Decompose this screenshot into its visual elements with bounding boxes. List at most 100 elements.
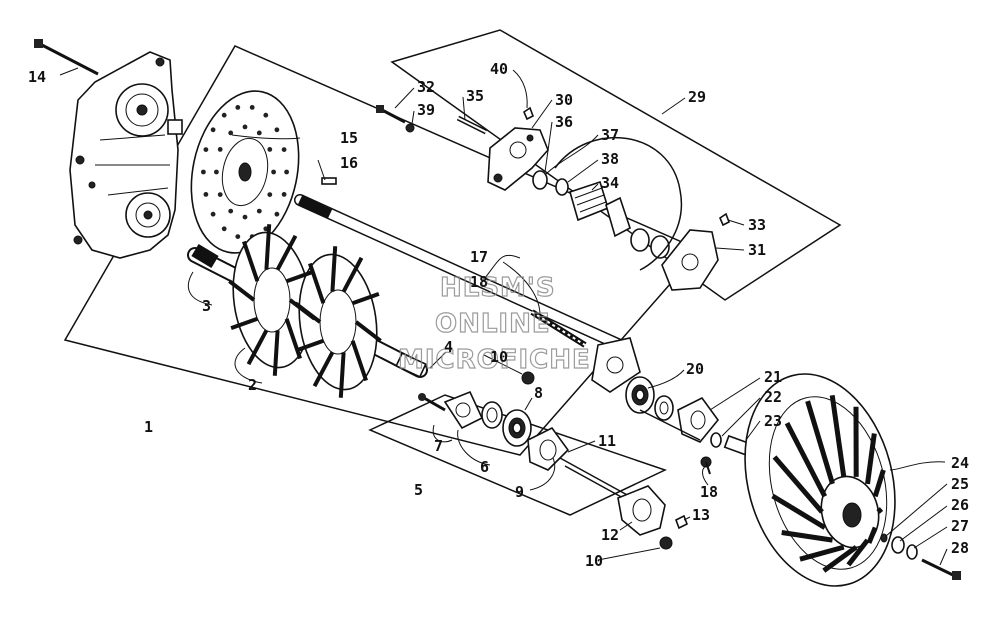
callout-20: 20: [686, 360, 704, 378]
disc-hole: [267, 192, 273, 198]
callout-35: 35: [466, 87, 484, 105]
pad-shim: [605, 196, 631, 238]
callout-9: 9: [515, 483, 524, 501]
oring-38-a: [555, 178, 569, 196]
disc-hole: [201, 169, 206, 175]
disc-hole: [256, 130, 262, 136]
callout-6: 6: [480, 458, 489, 476]
callout-16: 16: [340, 154, 358, 172]
callout-25: 25: [951, 475, 969, 493]
pulley-fin: [865, 433, 877, 485]
callout-7: 7: [434, 437, 443, 455]
disc-hole: [284, 169, 289, 175]
sprocket-tooth: [330, 246, 338, 292]
right-flange-plate: [591, 337, 641, 393]
sprocket-tooth: [296, 338, 325, 352]
nut-upper: [521, 371, 535, 385]
washer-26: [891, 536, 905, 554]
group-box-bearing: [368, 394, 667, 516]
callout-32: 32: [417, 78, 435, 96]
right-bearing: [625, 376, 655, 414]
callout-18-lower: 18: [700, 483, 718, 501]
grease-fitting: [674, 514, 689, 530]
disc-hole: [242, 214, 248, 220]
disc-hole: [221, 112, 227, 118]
washer-39: [405, 123, 415, 133]
driven-pulley: [744, 373, 896, 587]
leader-lines: [59, 67, 948, 566]
callout-24: 24: [951, 454, 969, 472]
callout-4: 4: [444, 338, 453, 356]
disc-hole: [242, 124, 248, 130]
sprocket-tooth: [242, 240, 260, 282]
sprocket-tooth: [341, 256, 364, 293]
bearing-cap: [617, 485, 666, 536]
pulley-fin: [799, 544, 845, 562]
bolt-19: [700, 456, 712, 475]
callout-5: 5: [414, 481, 423, 499]
callout-38: 38: [601, 150, 619, 168]
callout-30: 30: [555, 91, 573, 109]
bearing-seal: [481, 401, 503, 429]
brake-shaft: [294, 194, 626, 351]
sprocket-tooth: [312, 351, 335, 388]
bleeder-40: [523, 106, 535, 121]
watermark-line1: HLSM'S: [440, 273, 556, 303]
watermark: HLSM'S ONLINE MICROFICHE: [397, 272, 591, 375]
pulley-fin: [866, 526, 878, 544]
sprocket-tooth: [246, 329, 269, 366]
brake-disc: [190, 90, 300, 254]
sprocket-tooth: [338, 352, 346, 398]
callout-21: 21: [764, 368, 782, 386]
sprocket-tooth: [351, 292, 380, 306]
callout-23: 23: [764, 412, 782, 430]
callout-31: 31: [748, 241, 766, 259]
disc-hole: [267, 147, 273, 152]
washer-27: [906, 544, 918, 560]
disc-hole: [203, 147, 209, 153]
pulley-fin: [784, 421, 828, 498]
washer-25: [880, 533, 888, 543]
callout-12: 12: [601, 526, 619, 544]
disc-hole: [228, 208, 234, 214]
sprocket-tooth: [275, 234, 298, 271]
nut-lower: [659, 536, 673, 550]
disc-hole: [214, 169, 219, 175]
disc-hole: [235, 234, 241, 240]
gearcase-bolt: [34, 39, 99, 76]
callout-22: 22: [764, 388, 782, 406]
disc-hole: [256, 208, 262, 214]
callout-39: 39: [417, 101, 435, 119]
gearcase-housing: [69, 51, 183, 259]
caliper-pin-35: [456, 115, 488, 135]
disc-hole: [203, 192, 209, 197]
callout-37: 37: [601, 126, 619, 144]
callout-18-upper: 18: [470, 273, 488, 291]
callout-8: 8: [534, 384, 543, 402]
bearing-flange-outer: [527, 426, 570, 471]
callout-2: 2: [248, 376, 257, 394]
callout-labels: 1 2 3 4 5 6 7 8 9 10 10 11 12 13 14 15 1…: [28, 60, 969, 570]
drive-chain: [530, 309, 587, 348]
callout-28: 28: [951, 539, 969, 557]
pulley-fin: [846, 538, 870, 567]
sprocket-tooth: [230, 316, 259, 330]
disc-hole: [281, 147, 287, 153]
oring-38-b: [650, 235, 670, 259]
shaft-key: [321, 177, 337, 185]
watermark-line3: MICROFICHE: [398, 345, 591, 375]
callout-14: 14: [28, 68, 46, 86]
callout-27: 27: [951, 517, 969, 535]
disc-hole: [281, 192, 287, 197]
pulley-fin: [805, 400, 835, 485]
piston-37: [630, 228, 650, 252]
disc-hole: [228, 130, 234, 136]
disc-hole: [271, 169, 276, 175]
disc-hole: [217, 147, 223, 152]
disc-hole: [221, 226, 227, 232]
disc-hole: [249, 105, 255, 110]
callout-13: 13: [692, 506, 710, 524]
drive-sprocket-right: [298, 253, 378, 391]
